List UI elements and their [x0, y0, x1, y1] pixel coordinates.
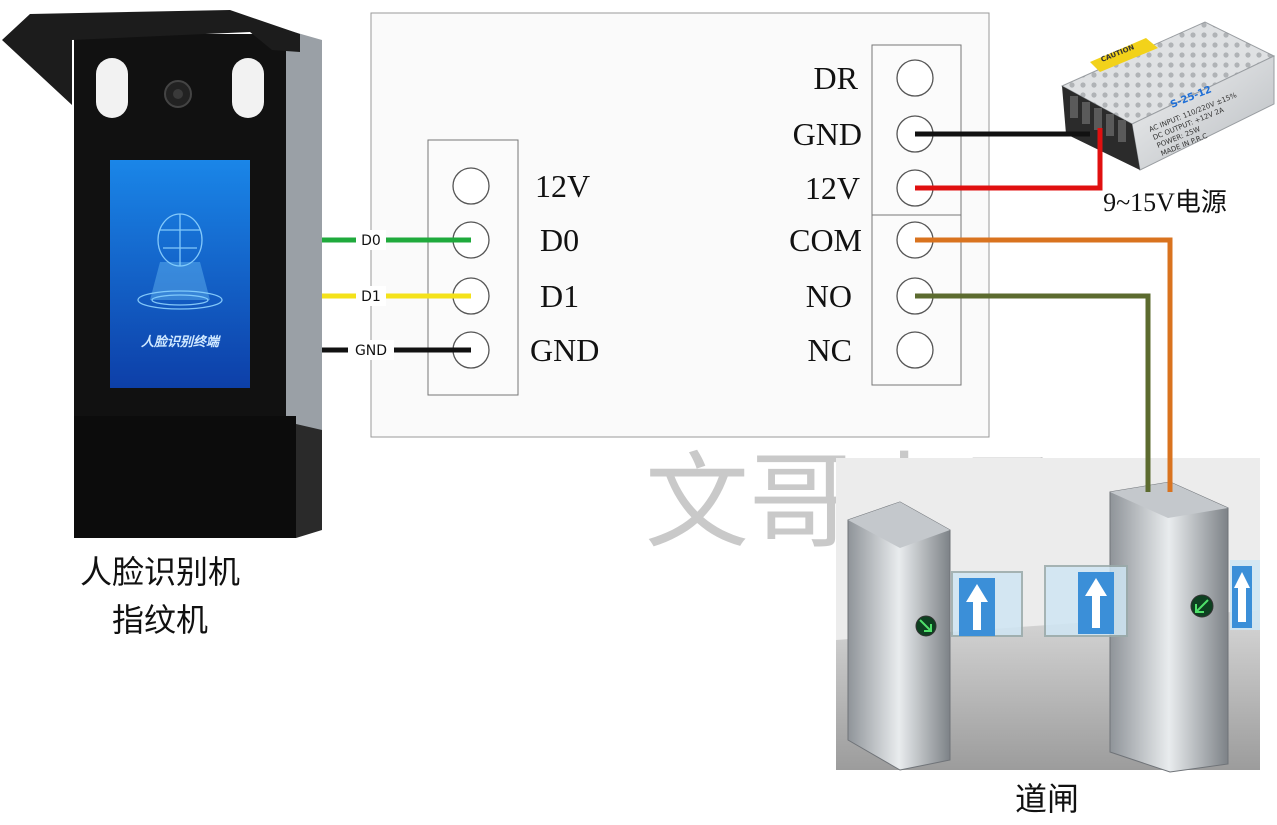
- terminal-com: COM: [789, 222, 862, 258]
- terminal-left-d1: D1: [540, 278, 579, 314]
- power-supply-image: CAUTION S-25-12 AC INPUT: 110/220V ±15% …: [1060, 21, 1276, 171]
- terminal-dr: DR: [814, 60, 859, 96]
- arrow-up-icon: [959, 566, 1252, 636]
- power-wires: [915, 128, 1103, 191]
- face-recognition-terminal: 人脸识别终端: [2, 10, 322, 538]
- turnstile-caption: 道闸: [1015, 780, 1079, 818]
- d0-wire-label: D0: [361, 233, 381, 249]
- gnd-wire-label: GND: [355, 343, 387, 359]
- terminal-no: NO: [806, 278, 852, 314]
- terminal-side-panel: [280, 28, 322, 530]
- terminal-left-12v: 12V: [535, 168, 590, 204]
- device-caption-line1: 人脸识别机: [80, 553, 240, 591]
- com-wire: [915, 237, 1173, 492]
- psu-12v-wire: [915, 128, 1103, 191]
- wiegand-wires: [322, 230, 471, 360]
- no-wire: [915, 293, 1151, 492]
- terminal-left-d0: D0: [540, 222, 579, 258]
- right-fill-light: [232, 58, 264, 118]
- terminal-right-gnd: GND: [793, 116, 862, 152]
- device-caption-line2: 指纹机: [112, 601, 208, 639]
- terminal-base: [74, 416, 296, 538]
- terminal-screen: [110, 160, 250, 388]
- left-fill-light: [96, 58, 128, 118]
- psu-caution-sticker: [1090, 38, 1158, 72]
- terminal-right-12v: 12V: [805, 170, 860, 206]
- terminal-hood: [2, 10, 300, 105]
- terminal-left-gnd: GND: [530, 332, 599, 368]
- face-scan-icon: [137, 213, 223, 310]
- power-supply-caption: 9~15V电源: [1103, 188, 1227, 217]
- d1-wire-label: D1: [361, 289, 381, 305]
- terminal-nc: NC: [808, 332, 852, 368]
- turnstile-gate-image: [836, 458, 1260, 773]
- relay-wires: [915, 237, 1173, 492]
- terminal-screen-text: 人脸识别终端: [141, 334, 221, 350]
